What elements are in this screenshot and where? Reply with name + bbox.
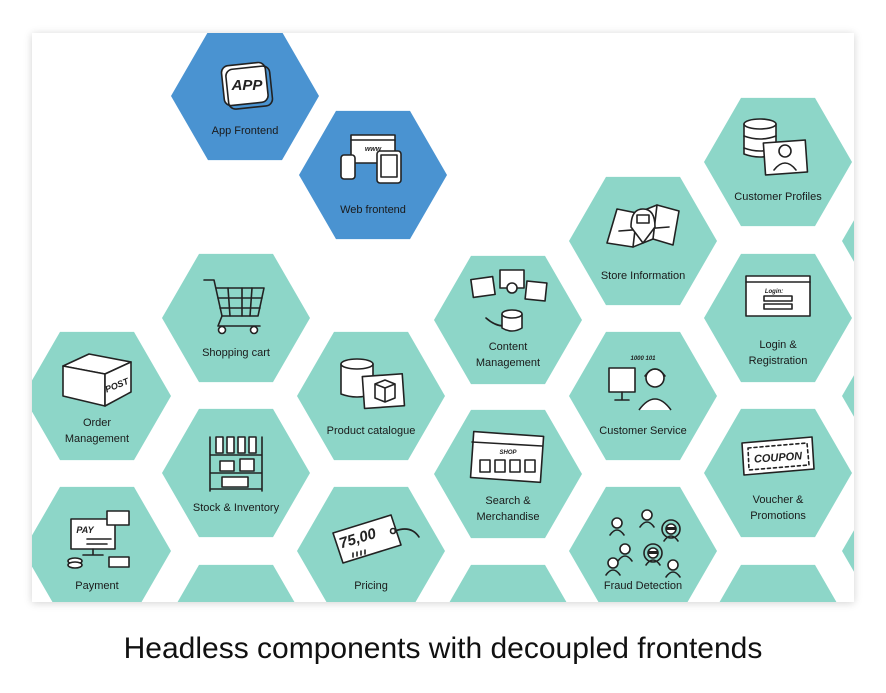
devices-icon: www [340,134,402,184]
app-icon: APP [220,61,274,110]
caption: Headless components with decoupled front… [123,632,763,665]
svg-text:www: www [365,146,382,153]
hex-label: Stock & Inventory [193,502,280,514]
hex-label: Pricing [354,580,388,592]
people-network-icon [605,509,681,578]
hexagon-shape [704,253,852,383]
hex-label: Voucher & [753,494,804,506]
hex-label: Order [83,417,111,429]
hexagon-shape [569,331,717,461]
hexagon-shape [704,408,852,538]
hex-label: Merchandise [477,511,540,523]
shop-browser-icon: SHOP [469,430,545,484]
svg-text:SHOP: SHOP [499,450,517,456]
partial-hexagon [719,564,837,602]
shopping-cart-icon [203,279,265,335]
hex-label: Store Information [601,270,685,282]
hex-product-catalogue[interactable]: Product catalogue [297,331,445,461]
hex-label: Search & [485,495,531,507]
hex-store-information[interactable]: Store Information [569,176,717,306]
login-form-icon: Login: [745,275,811,317]
product-catalogue-icon [340,358,406,410]
hex-login-registration[interactable]: Login: Login & Registration [704,253,852,383]
shelf-icon [209,436,263,492]
svg-text:COUPON: COUPON [754,450,804,465]
hex-payment[interactable]: PAY Payment [32,486,171,602]
svg-text:Login:: Login: [765,289,783,295]
hex-label: Content [489,341,528,353]
customer-profile-icon [743,118,809,176]
partial-hexagon [842,530,854,572]
hex-label: Web frontend [340,204,406,216]
hex-label: Promotions [750,510,806,522]
hex-label: Shopping cart [202,347,270,359]
post-box-icon: POST [62,353,132,407]
partial-hexagon [449,564,567,602]
hexagon-shape [569,486,717,602]
svg-text:PAY: PAY [76,525,94,535]
hex-label: Login & [759,339,797,351]
map-pin-icon [606,204,680,248]
svg-text:APP: APP [231,77,264,94]
hex-label: Customer Service [599,425,686,437]
hex-label: Customer Profiles [734,191,822,203]
payment-terminal-icon: PAY [67,510,130,569]
hex-app-frontend[interactable]: APP App Frontend [171,33,319,161]
hex-search-merchandise[interactable]: SHOP Search & Merchandise [434,409,582,539]
hex-label: Product catalogue [327,425,416,437]
coupon-icon: COUPON [741,436,815,476]
content-management-icon [470,269,548,332]
hex-label: Fraud Detection [604,580,682,592]
hex-voucher-promotions[interactable]: COUPON Voucher & Promotions [704,408,852,538]
hex-label: Registration [749,355,808,367]
partial-hexagon [842,220,854,262]
hex-label: Management [476,357,540,369]
hex-customer-profiles[interactable]: Customer Profiles [704,97,852,227]
hex-label: App Frontend [212,125,279,137]
hex-fraud-detection[interactable]: Fraud Detection [569,486,717,602]
partial-hexagon [177,564,295,602]
headset-agent-icon: 1000 101 [608,356,672,411]
hex-label: Management [65,433,129,445]
hex-label: Payment [75,580,118,592]
partial-hexagon [842,375,854,417]
price-tag-icon: 75,00 [332,514,420,564]
svg-text:1000 101: 1000 101 [630,356,656,362]
hexagon-shape [162,253,310,383]
hexagon-shape [299,110,447,240]
hex-shopping-cart[interactable]: Shopping cart [162,253,310,383]
hex-stock-inventory[interactable]: Stock & Inventory [162,408,310,538]
